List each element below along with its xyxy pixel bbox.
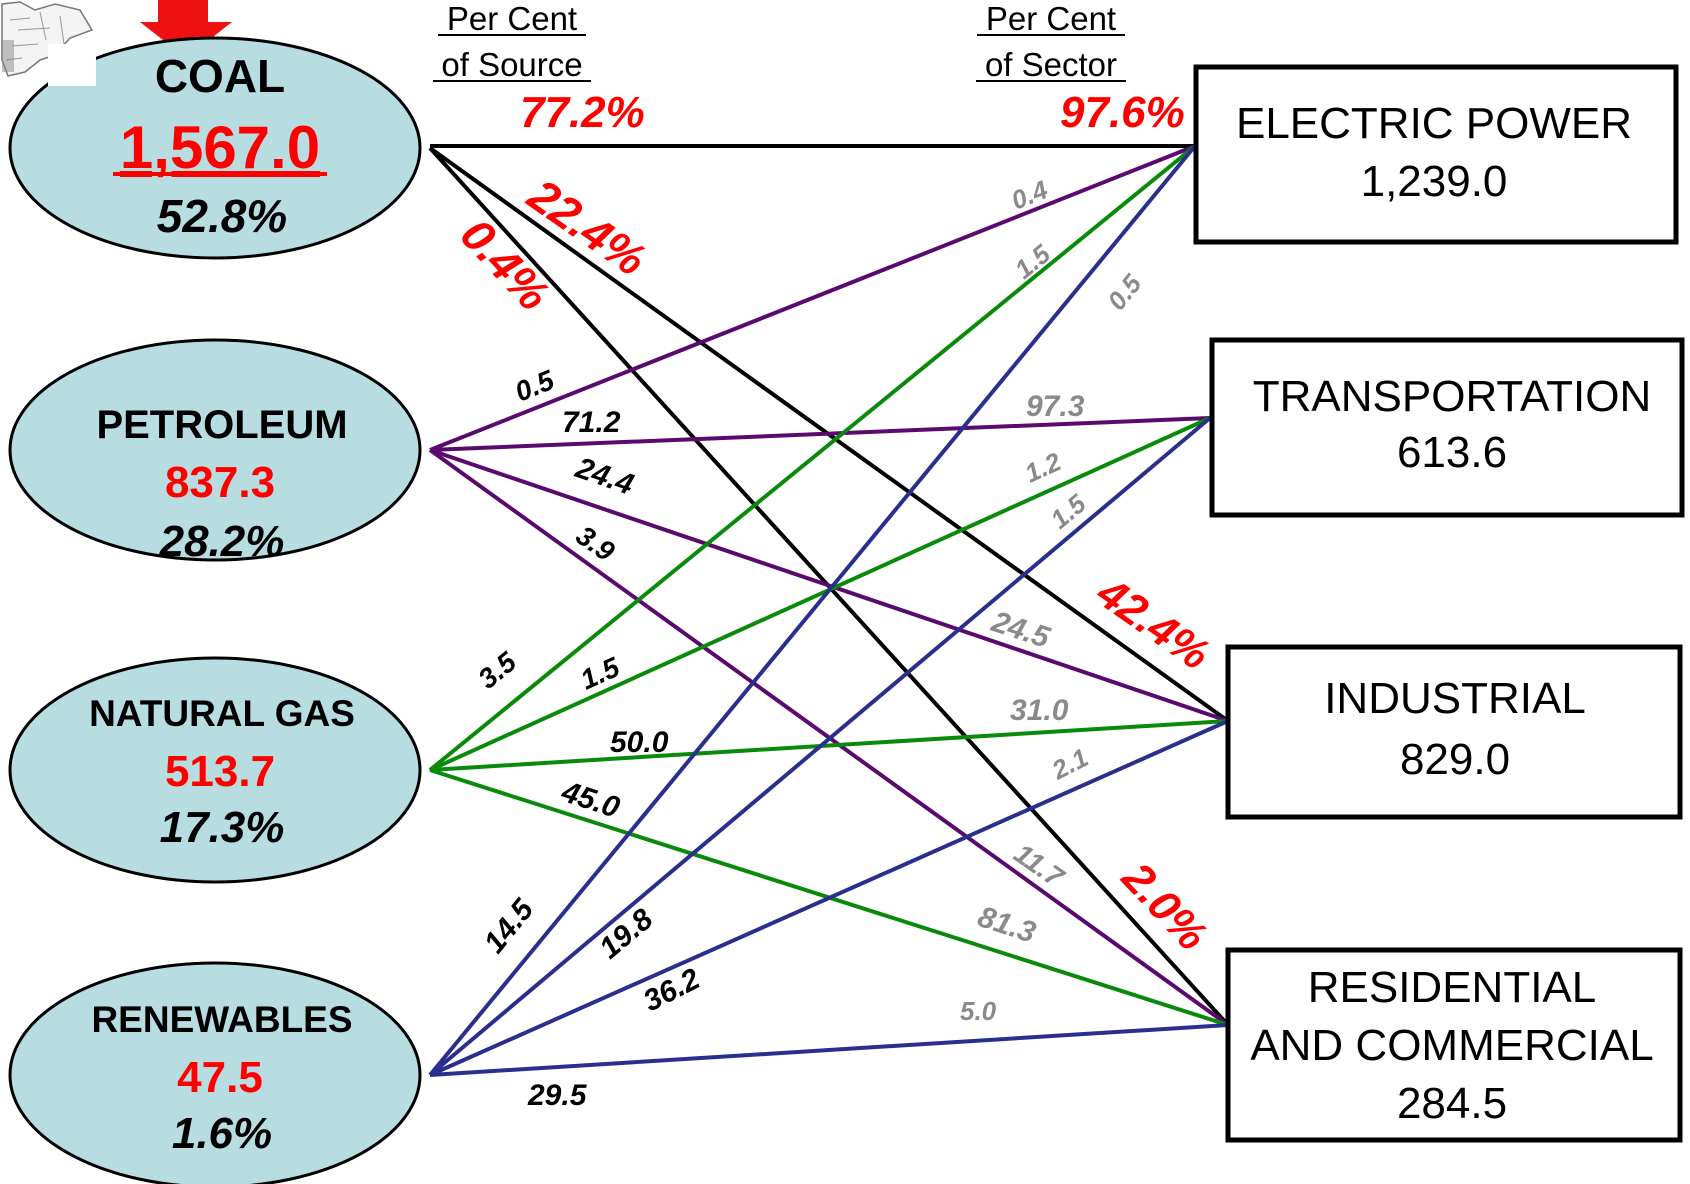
label-gas-residential-source: 45.0 [557,775,624,825]
transportation-value: 613.6 [1397,428,1507,477]
flow-renewables-transport [428,416,1212,1077]
sector-transportation: TRANSPORTATION 613.6 [1209,337,1685,518]
label-gas-transport-sector: 1.2 [1020,446,1066,488]
label-gas-electric-source: 3.5 [472,646,522,695]
natural-gas-value: 513.7 [165,747,275,796]
label-renewables-industrial-sector: 2.1 [1046,742,1093,786]
renewables-value: 47.5 [177,1053,263,1102]
source-natural-gas: NATURAL GAS 513.7 17.3% [8,656,422,884]
label-coal-electric-source: 77.2% [520,88,645,137]
flow-renewables-industrial [429,719,1229,1077]
coal-percent: 52.8% [157,190,287,242]
renewables-name: RENEWABLES [91,999,352,1040]
residential-name-line1: RESIDENTIAL [1308,963,1597,1012]
label-petroleum-industrial-source: 24.4 [571,451,638,502]
label-gas-electric-sector: 1.5 [1009,238,1056,284]
electric-power-value: 1,239.0 [1361,157,1508,206]
industrial-name: INDUSTRIAL [1324,674,1586,723]
coal-name: COAL [155,50,285,102]
label-petroleum-industrial-sector: 24.5 [987,605,1055,655]
label-gas-industrial-source: 50.0 [610,726,669,759]
flow-gas-electric [428,144,1197,772]
label-renewables-transport-source: 19.8 [593,902,659,965]
source-renewables: RENEWABLES 47.5 1.6% [8,961,422,1184]
petroleum-percent: 28.2% [159,517,285,566]
label-coal-industrial-sector: 42.4% [1087,567,1218,679]
label-petroleum-electric-sector: 0.4 [1007,174,1052,216]
source-header-line2: of Source [441,46,582,83]
flow-renewables-electric [428,144,1197,1077]
source-coal: COAL 1,567.0 52.8% [8,36,422,260]
sector-residential-commercial: RESIDENTIAL AND COMMERCIAL 284.5 [1225,947,1683,1143]
label-gas-industrial-sector: 31.0 [1010,694,1069,727]
source-petroleum: PETROLEUM 837.3 28.2% [8,338,422,566]
electric-power-name: ELECTRIC POWER [1236,99,1632,148]
flow-petroleum-transport [429,416,1211,452]
flow-renewables-residential [429,1023,1229,1077]
petroleum-value: 837.3 [165,458,275,507]
sector-header-line1: Per Cent [986,0,1116,37]
source-header-line1: Per Cent [447,0,577,37]
residential-name-line2: AND COMMERCIAL [1250,1021,1653,1070]
label-gas-transport-source: 1.5 [576,651,625,695]
industrial-value: 829.0 [1400,735,1510,784]
sector-industrial: INDUSTRIAL 829.0 [1225,644,1683,820]
label-coal-residential-sector: 2.0% [1112,853,1217,961]
flow-petroleum-electric [429,144,1196,452]
coal-value: 1,567.0 [120,114,320,181]
residential-value: 284.5 [1397,1079,1507,1128]
label-renewables-transport-sector: 1.5 [1045,488,1092,535]
flow-gas-transport [429,416,1211,772]
header-per-cent-of-source: Per Cent of Source [433,0,591,83]
label-renewables-industrial-source: 36.2 [638,962,705,1018]
natural-gas-percent: 17.3% [160,803,285,852]
header-per-cent-of-sector: Per Cent of Sector [976,0,1126,83]
label-petroleum-residential-source: 3.9 [571,520,621,568]
label-petroleum-transport-source: 71.2 [562,406,621,439]
natural-gas-name: NATURAL GAS [89,693,355,734]
label-petroleum-residential-sector: 11.7 [1009,838,1071,894]
flow-lines [428,144,1230,1077]
label-gas-residential-sector: 81.3 [974,900,1040,950]
sector-electric-power: ELECTRIC POWER 1,239.0 [1193,64,1679,245]
petroleum-name: PETROLEUM [96,403,347,447]
flow-gas-industrial [429,719,1229,772]
sector-header-line2: of Sector [985,46,1117,83]
label-renewables-residential-sector: 5.0 [960,996,997,1026]
label-coal-electric-sector: 97.6% [1060,88,1185,137]
renewables-percent: 1.6% [172,1109,272,1158]
label-petroleum-transport-sector: 97.3 [1026,390,1085,423]
transportation-name: TRANSPORTATION [1253,372,1651,421]
label-renewables-electric-sector: 0.5 [1101,268,1147,315]
label-renewables-residential-source: 29.5 [527,1079,588,1112]
flow-petroleum-industrial [429,448,1229,723]
